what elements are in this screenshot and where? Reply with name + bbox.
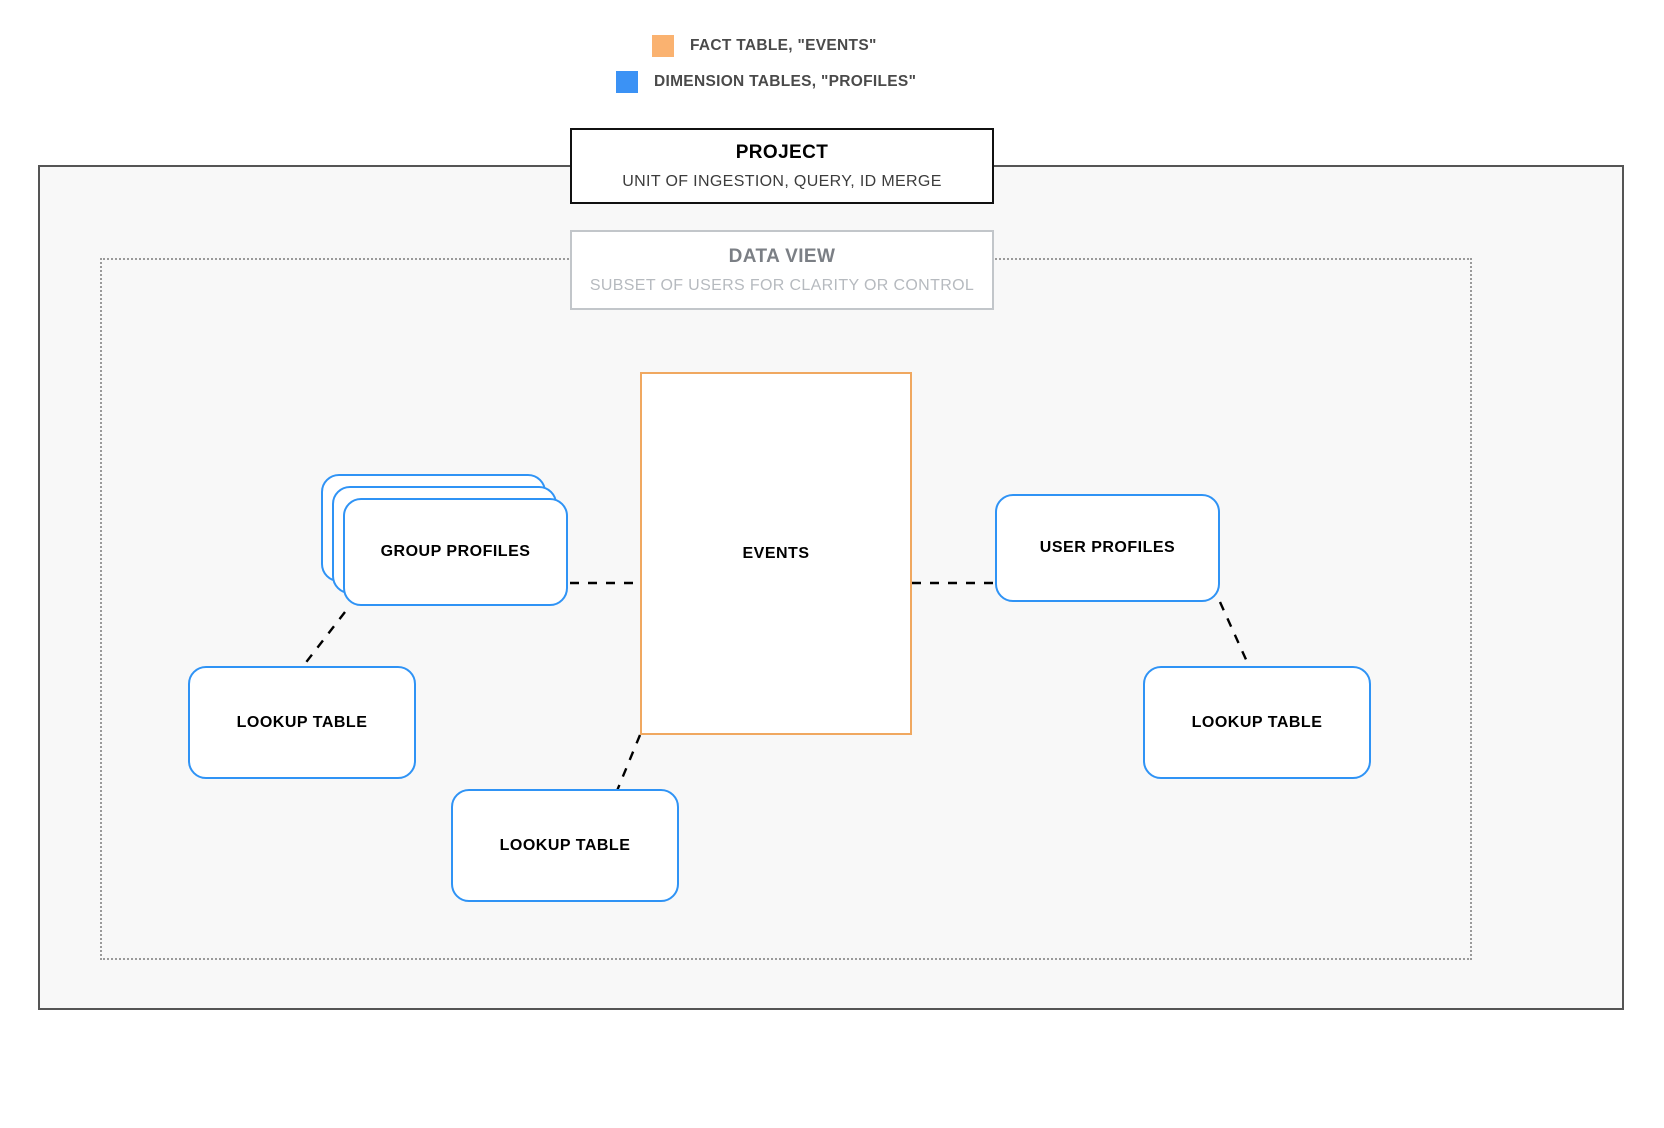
- project-subtitle: UNIT OF INGESTION, QUERY, ID MERGE: [622, 172, 942, 190]
- node-lookup-table-bottom[interactable]: LOOKUP TABLE: [451, 789, 679, 902]
- node-user-profiles[interactable]: USER PROFILES: [995, 494, 1220, 602]
- node-lookup-table-right[interactable]: LOOKUP TABLE: [1143, 666, 1371, 779]
- node-user-profiles-label: USER PROFILES: [1039, 539, 1176, 556]
- node-events-label: EVENTS: [742, 544, 810, 562]
- orange-square-swatch: [652, 35, 674, 57]
- legend-label-dimension-tables: DIMENSION TABLES, "PROFILES": [654, 73, 917, 90]
- data-view-box: DATA VIEW SUBSET OF USERS FOR CLARITY OR…: [570, 230, 994, 310]
- legend-item-dimension-tables: DIMENSION TABLES, "PROFILES": [616, 71, 916, 93]
- blue-square-swatch: [616, 71, 638, 93]
- node-events[interactable]: EVENTS: [640, 372, 912, 735]
- node-lookup-table-left[interactable]: LOOKUP TABLE: [188, 666, 416, 779]
- project-title: PROJECT: [735, 141, 829, 163]
- node-lookup-table-left-label: LOOKUP TABLE: [236, 713, 368, 731]
- data-view-title: DATA VIEW: [728, 245, 836, 267]
- legend-label-fact-table: FACT TABLE, "EVENTS": [690, 37, 877, 54]
- node-lookup-table-bottom-label: LOOKUP TABLE: [499, 836, 631, 854]
- node-group-profiles[interactable]: GROUP PROFILES: [343, 498, 568, 606]
- legend-item-fact-table: FACT TABLE, "EVENTS": [652, 35, 877, 57]
- project-box: PROJECT UNIT OF INGESTION, QUERY, ID MER…: [570, 128, 994, 204]
- data-view-subtitle: SUBSET OF USERS FOR CLARITY OR CONTROL: [589, 276, 975, 294]
- node-lookup-table-right-label: LOOKUP TABLE: [1191, 713, 1323, 731]
- node-group-profiles-label: GROUP PROFILES: [380, 543, 531, 560]
